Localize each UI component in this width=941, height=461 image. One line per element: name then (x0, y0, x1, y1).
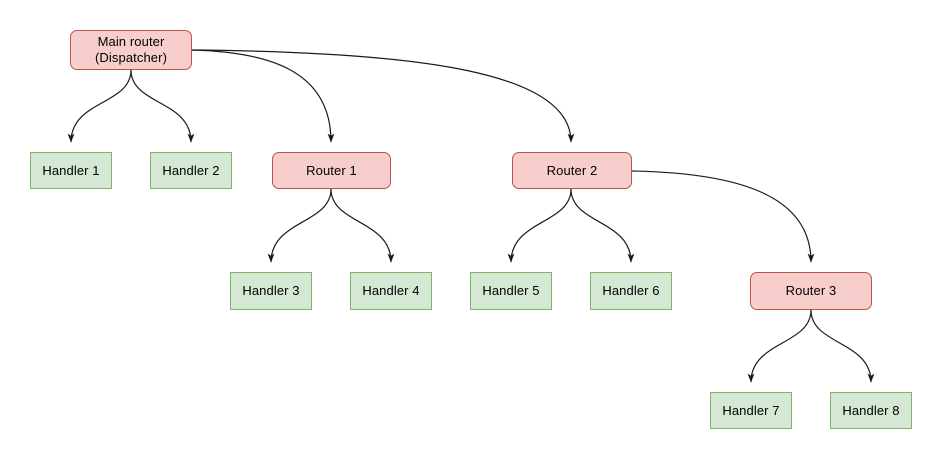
node-label: Handler 4 (362, 283, 420, 298)
node-router-3[interactable]: Router 3 (750, 272, 872, 310)
node-label: Handler 1 (42, 162, 100, 178)
node-router-1[interactable]: Router 1 (272, 152, 391, 189)
edge-router-3-to-handler-8 (810, 309, 875, 383)
node-handler-5[interactable]: Handler 5 (470, 272, 552, 310)
node-handler-7[interactable]: Handler 7 (710, 392, 792, 429)
node-router-2[interactable]: Router 2 (512, 152, 632, 189)
node-label: Handler 2 (162, 162, 220, 178)
edge-main-to-handler-1 (67, 69, 132, 143)
node-handler-6[interactable]: Handler 6 (590, 272, 672, 310)
edge-router-2-to-router-3 (631, 170, 815, 263)
node-label: Handler 6 (602, 283, 660, 298)
edge-router-2-to-handler-5 (507, 188, 572, 263)
node-handler-4[interactable]: Handler 4 (350, 272, 432, 310)
node-label: Main router (Dispatcher) (95, 34, 167, 65)
node-label: Router 3 (785, 283, 837, 298)
node-handler-1[interactable]: Handler 1 (30, 152, 112, 189)
node-handler-3[interactable]: Handler 3 (230, 272, 312, 310)
node-label: Handler 8 (842, 402, 900, 418)
edge-main-to-handler-2 (130, 69, 195, 143)
node-label: Handler 7 (722, 402, 780, 418)
edge-main-to-router-1 (191, 49, 335, 143)
node-label: Handler 5 (482, 283, 540, 298)
node-label: Handler 3 (242, 283, 300, 298)
edge-main-to-router-2 (191, 49, 575, 143)
edge-router-1-to-handler-3 (267, 188, 332, 263)
node-handler-2[interactable]: Handler 2 (150, 152, 232, 189)
edge-router-1-to-handler-4 (330, 188, 395, 263)
node-label: Router 1 (306, 162, 357, 178)
edge-router-3-to-handler-7 (747, 309, 812, 383)
node-label: Router 2 (546, 162, 598, 178)
node-main-router[interactable]: Main router (Dispatcher) (70, 30, 192, 70)
edge-router-2-to-handler-6 (570, 188, 635, 263)
node-handler-8[interactable]: Handler 8 (830, 392, 912, 429)
